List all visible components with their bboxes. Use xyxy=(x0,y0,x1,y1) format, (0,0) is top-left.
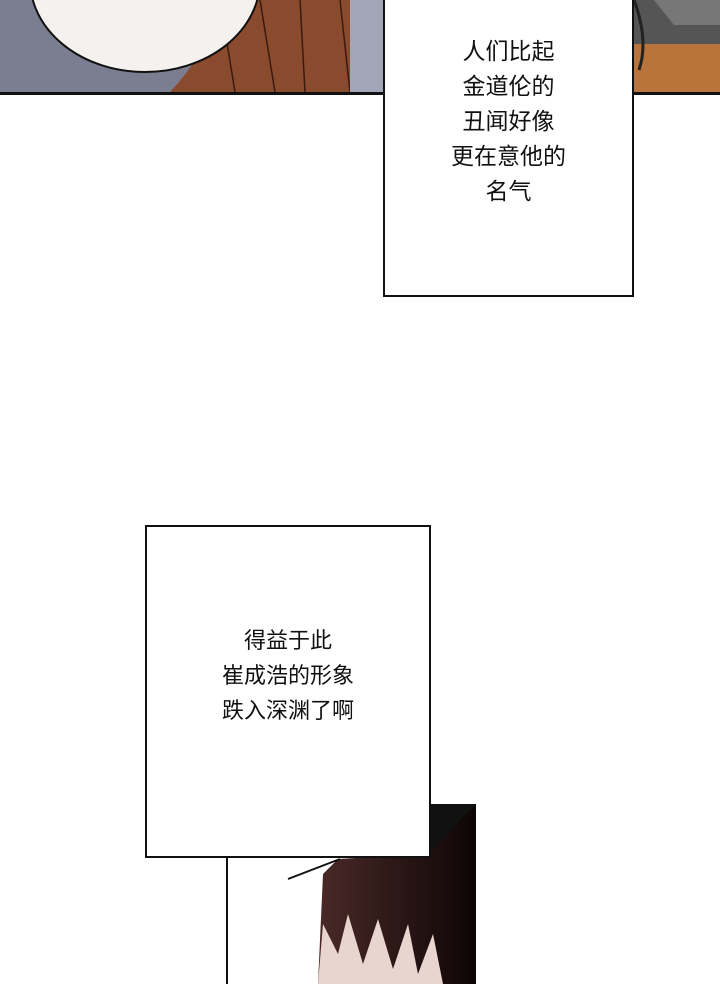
caption-line: 更在意他的 xyxy=(451,143,566,170)
comic-panel-top-left xyxy=(0,0,385,95)
caption-line: 得益于此 xyxy=(243,629,332,654)
caption-box-1: 人们比起 金道伦的 丑闻好像 更在意他的 名气 xyxy=(383,0,634,297)
comic-panel-top-right xyxy=(632,0,720,95)
caption-line: 丑闻好像 xyxy=(462,108,555,135)
caption-box-2: 得益于此 崔成浩的形象 跌入深渊了啊 xyxy=(145,525,431,858)
caption-line: 崔成浩的形象 xyxy=(221,664,354,689)
character-hair-illustration xyxy=(287,804,476,984)
caption-line: 人们比起 xyxy=(462,38,555,65)
caption-line: 金道伦的 xyxy=(462,73,555,100)
caption-line: 名气 xyxy=(485,178,532,205)
background-illustration xyxy=(634,0,720,92)
character-illustration xyxy=(0,0,385,92)
caption-line: 跌入深渊了啊 xyxy=(221,699,354,724)
